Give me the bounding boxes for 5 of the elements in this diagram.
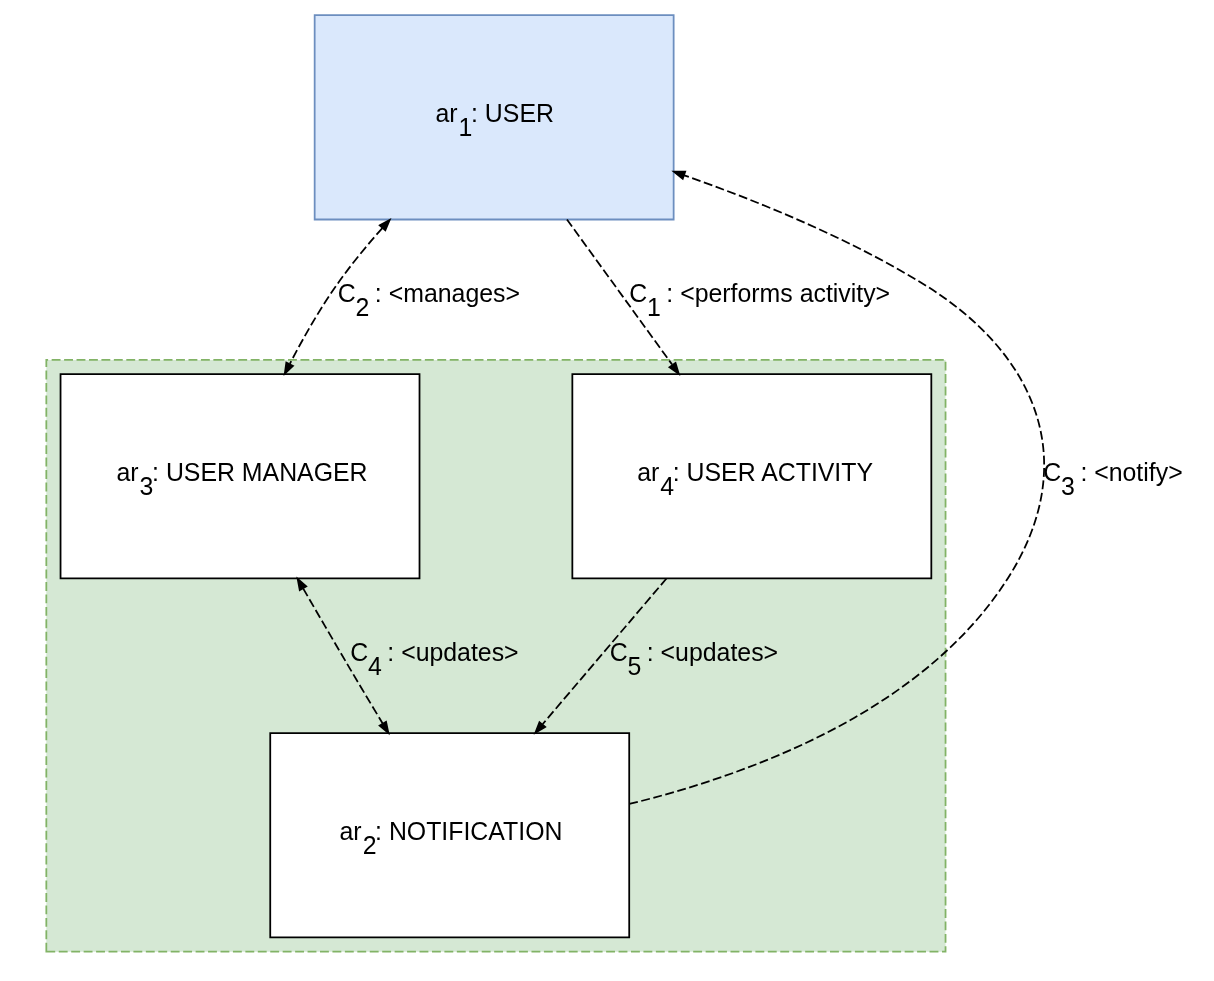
arrow xyxy=(296,576,390,736)
arrow xyxy=(628,170,1046,805)
arrow xyxy=(283,217,392,377)
arrow xyxy=(533,577,668,735)
arrow xyxy=(566,218,681,376)
